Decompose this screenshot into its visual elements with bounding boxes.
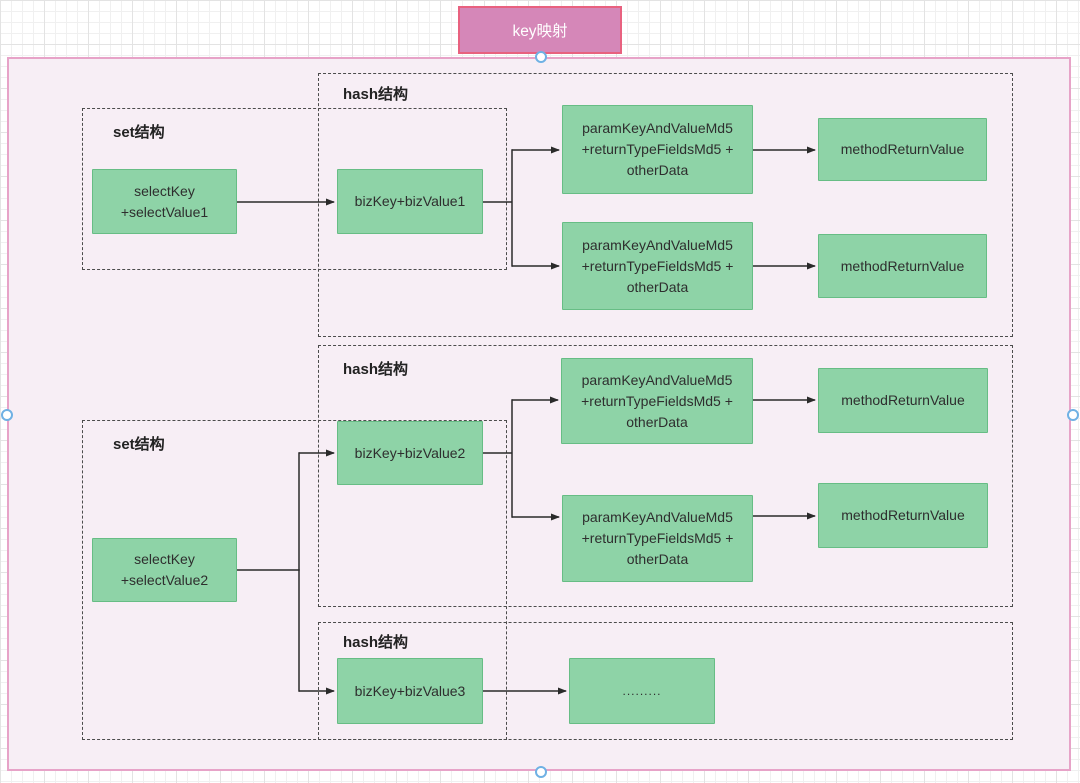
group-hash-1[interactable]: hash结构 — [318, 73, 1013, 337]
connection-handle-right[interactable] — [1067, 409, 1079, 421]
group-hash-2-label: hash结构 — [343, 361, 409, 378]
node-method-return-2a[interactable]: methodReturnValue — [818, 368, 988, 433]
node-param-md5-1a[interactable]: paramKeyAndValueMd5 +returnTypeFieldsMd5… — [562, 105, 753, 194]
node-method-return-2b[interactable]: methodReturnValue — [818, 483, 988, 548]
node-method-return-1a[interactable]: methodReturnValue — [818, 118, 987, 181]
group-set-2-label: set结构 — [113, 436, 165, 453]
node-select-value1[interactable]: selectKey +selectValue1 — [92, 169, 237, 234]
group-hash-2[interactable]: hash结构 — [318, 345, 1013, 607]
node-method-return-1b[interactable]: methodReturnValue — [818, 234, 987, 298]
connection-handle-top[interactable] — [535, 51, 547, 63]
node-biz-value2[interactable]: bizKey+bizValue2 — [337, 421, 483, 485]
connection-handle-bottom[interactable] — [535, 766, 547, 778]
connection-handle-left[interactable] — [1, 409, 13, 421]
group-hash-3-label: hash结构 — [343, 634, 409, 651]
node-biz-value1[interactable]: bizKey+bizValue1 — [337, 169, 483, 234]
node-biz-value3[interactable]: bizKey+bizValue3 — [337, 658, 483, 724]
key-mapping-title[interactable]: key映射 — [458, 6, 622, 54]
node-param-md5-1b[interactable]: paramKeyAndValueMd5 +returnTypeFieldsMd5… — [562, 222, 753, 310]
node-ellipsis[interactable]: ......... — [569, 658, 715, 724]
group-set-1-label: set结构 — [113, 124, 165, 141]
group-set-2[interactable]: set结构 — [82, 420, 507, 740]
node-select-value2[interactable]: selectKey +selectValue2 — [92, 538, 237, 602]
group-hash-3[interactable]: hash结构 — [318, 622, 1013, 740]
group-hash-1-label: hash结构 — [343, 86, 409, 103]
node-param-md5-2b[interactable]: paramKeyAndValueMd5 +returnTypeFieldsMd5… — [562, 495, 753, 582]
group-set-1[interactable]: set结构 — [82, 108, 507, 270]
node-param-md5-2a[interactable]: paramKeyAndValueMd5 +returnTypeFieldsMd5… — [561, 358, 753, 444]
